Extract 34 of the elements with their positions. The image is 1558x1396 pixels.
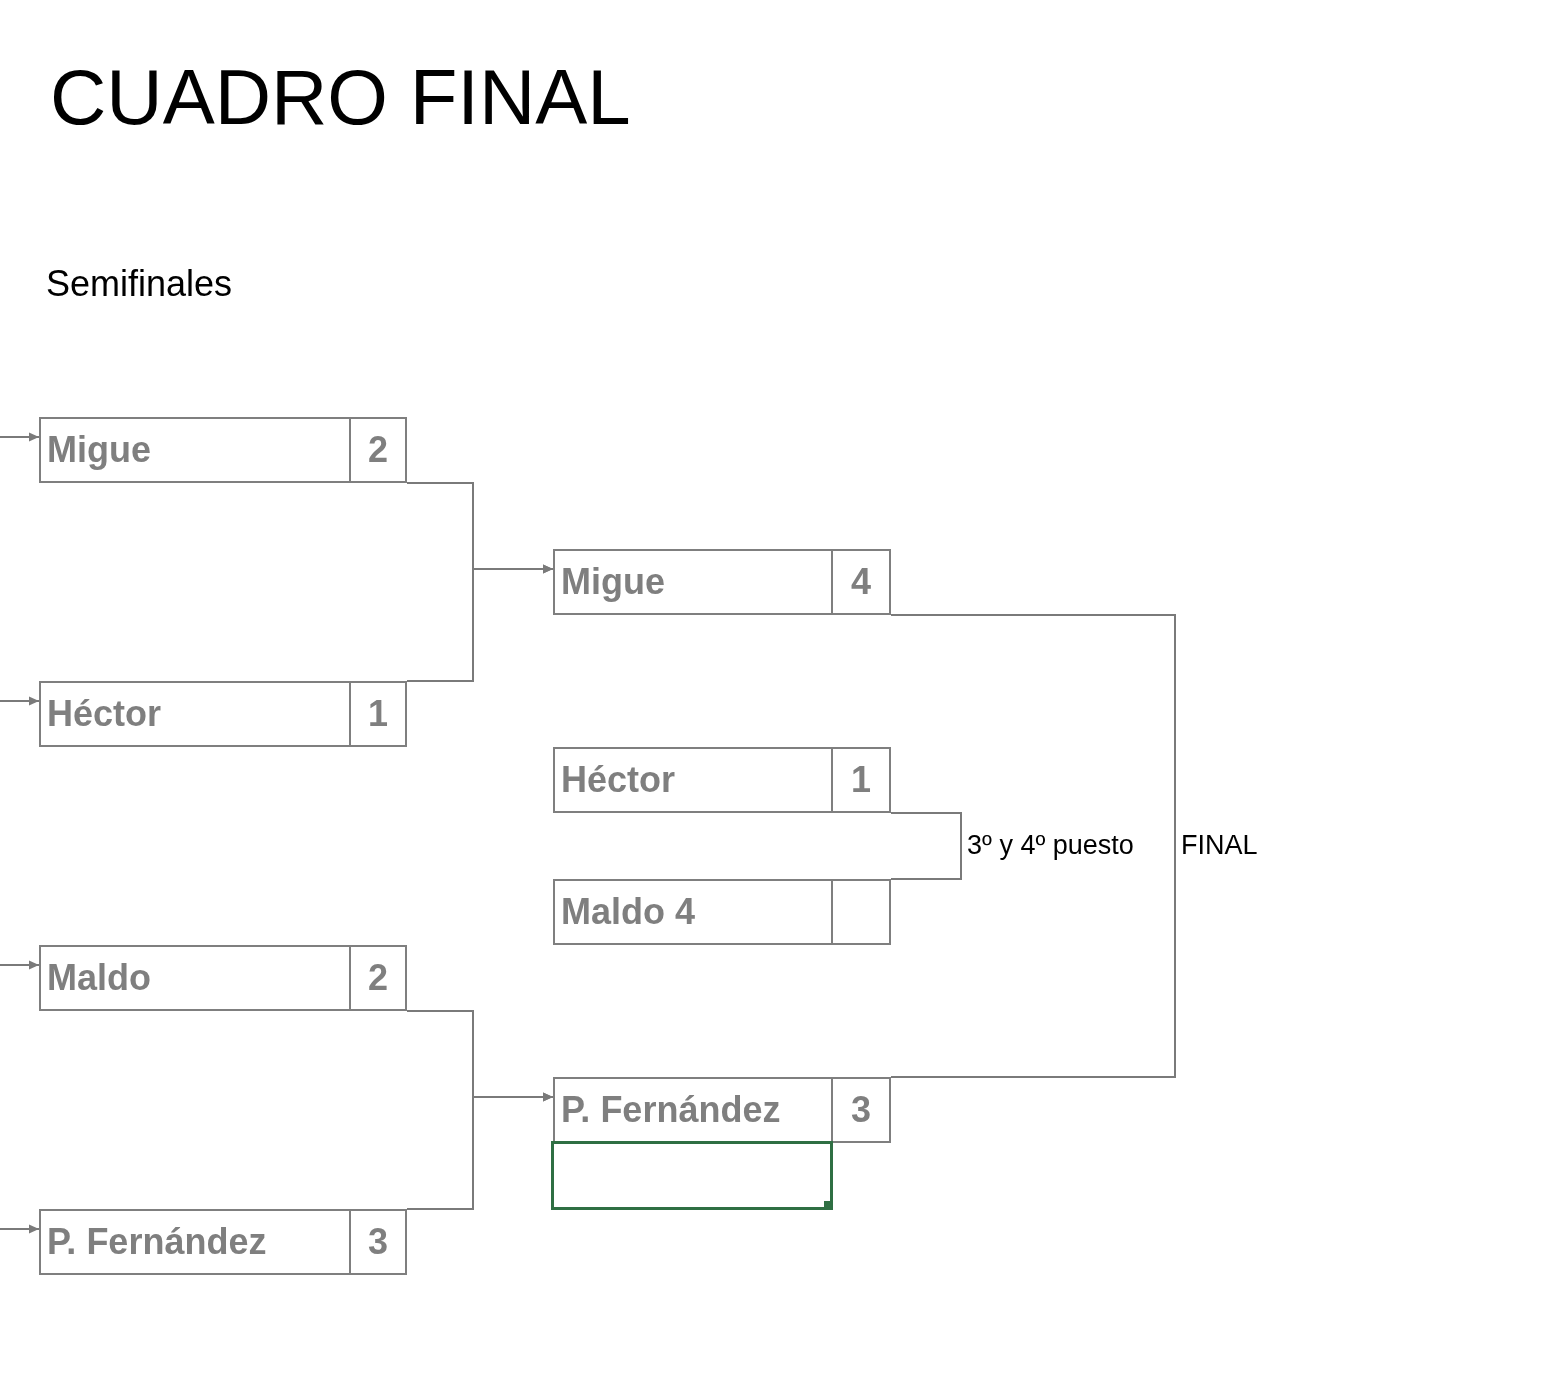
player-name: Maldo 4 (555, 881, 833, 943)
player-row (39, 681, 407, 747)
player-row (39, 1209, 407, 1275)
player-row (553, 549, 891, 615)
player-score: 3 (367, 1220, 389, 1264)
player-score: 4 (850, 560, 872, 604)
player-name: Migue (555, 551, 833, 613)
arrow (0, 432, 40, 442)
player-row (553, 1077, 891, 1143)
player-score: 1 (850, 758, 872, 802)
player-row (39, 945, 407, 1011)
arrow (406, 564, 554, 682)
title: CUADRO FINAL (50, 58, 631, 136)
player-score: 1 (367, 692, 389, 736)
arrow (0, 696, 40, 706)
selected-cell (551, 1141, 833, 1210)
arrow (0, 960, 40, 970)
section-label: Semifinales (46, 266, 233, 302)
player-name: P. Fernández (41, 1211, 351, 1273)
bracket-line (890, 812, 962, 880)
player-row (553, 879, 891, 945)
player-name: Héctor (555, 749, 833, 811)
player-score: 2 (367, 956, 389, 1000)
player-name: Héctor (41, 683, 351, 745)
arrow (406, 1092, 554, 1210)
player-name: P. Fernández (555, 1079, 833, 1141)
player-name: Migue (41, 419, 351, 481)
player-name: Maldo (41, 947, 351, 1009)
bracket-line (890, 614, 1176, 1078)
player-row (553, 747, 891, 813)
player-score: 3 (850, 1088, 872, 1132)
player-score: 2 (367, 428, 389, 472)
arrow (0, 1224, 40, 1234)
player-row (39, 417, 407, 483)
